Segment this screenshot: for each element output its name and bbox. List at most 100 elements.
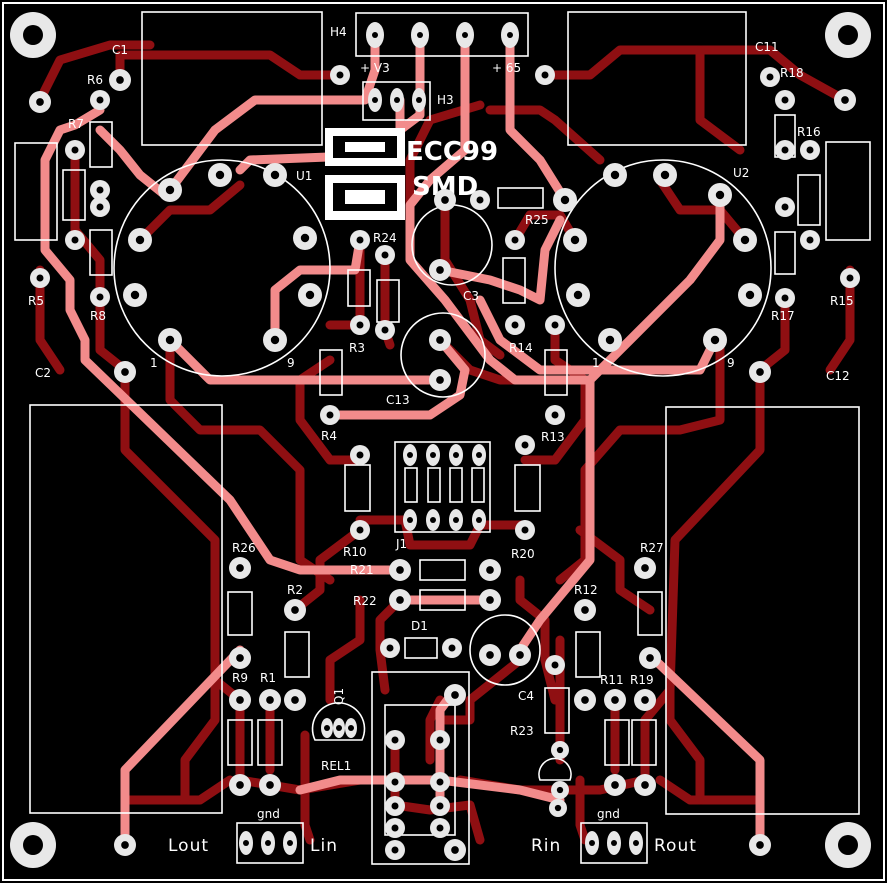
small-transistor-outline [538, 757, 572, 781]
drill-hole [243, 840, 249, 846]
drill-hole [551, 661, 559, 669]
r14-body [502, 257, 526, 304]
label-lout: Lout [168, 836, 209, 856]
drill-hole [291, 696, 299, 704]
drill-hole [381, 326, 389, 334]
drill-hole [486, 596, 494, 604]
drill-hole [135, 235, 145, 245]
drill-hole [436, 376, 444, 384]
board-title-line1: ECC99 [406, 137, 498, 167]
drill-hole [36, 274, 44, 282]
drill-hole [846, 274, 854, 282]
drill-hole [356, 236, 364, 244]
drill-hole [646, 654, 654, 662]
label-gnd-left: gnd [257, 807, 280, 821]
drill-hole [556, 746, 564, 754]
left-connector-outline [236, 822, 304, 864]
right-connector-outline [580, 822, 648, 864]
r2-body [284, 631, 310, 678]
label-r7: R7 [68, 117, 84, 131]
label-v65: + 65 [492, 61, 521, 75]
r13-body [544, 349, 568, 396]
label-rout: Rout [654, 836, 697, 856]
drill-hole [436, 266, 444, 274]
drill-hole [436, 824, 444, 832]
r1-body [257, 719, 283, 766]
mounting-holes [10, 12, 871, 868]
label-r26: R26 [232, 541, 256, 555]
drill-hole [266, 696, 274, 704]
label-r15: R15 [830, 294, 854, 308]
r22-body [419, 589, 466, 611]
label-u2: U2 [733, 166, 749, 180]
r23-body [544, 687, 570, 734]
label-c11: C11 [755, 40, 779, 54]
drill-hole [516, 651, 524, 659]
label-r12: R12 [574, 583, 598, 597]
label-r25: R25 [525, 213, 549, 227]
c1-outline [141, 11, 323, 146]
drill-hole [436, 778, 444, 786]
label-r1: R1 [260, 671, 276, 685]
label-r23: R23 [510, 724, 534, 738]
drill-hole [300, 233, 310, 243]
drill-hole [391, 736, 399, 744]
drill-hole [336, 71, 344, 79]
u2-socket-outline [554, 159, 772, 377]
label-r21: R21 [350, 563, 374, 577]
label-r18: R18 [780, 66, 804, 80]
r25-body [497, 187, 544, 209]
drill-hole [507, 32, 513, 38]
drill-hole [451, 691, 459, 699]
label-d1: D1 [411, 619, 428, 633]
label-rel1: REL1 [321, 759, 351, 773]
label-r14: R14 [509, 341, 533, 355]
label-q1: Q1 [332, 688, 346, 705]
label-r22: R22 [353, 594, 377, 608]
drill-hole [326, 411, 334, 419]
drill-hole [806, 236, 814, 244]
drill-hole [453, 517, 459, 523]
drill-hole [96, 96, 104, 104]
drill-hole [436, 802, 444, 810]
label-h3: H3 [437, 93, 454, 107]
drill-hole [581, 696, 589, 704]
drill-hole [551, 411, 559, 419]
c12-outline [665, 406, 860, 815]
drill-hole [71, 146, 79, 154]
d1-body [404, 637, 438, 659]
r8-body [89, 229, 113, 276]
r27-body [637, 591, 663, 636]
drill-hole [441, 196, 449, 204]
drill-hole [581, 606, 589, 614]
drill-hole [396, 566, 404, 574]
drill-hole [436, 736, 444, 744]
drill-hole [781, 203, 789, 211]
drill-hole [394, 97, 400, 103]
drill-hole [451, 846, 459, 854]
drill-hole [130, 290, 140, 300]
drill-hole [121, 841, 129, 849]
c13-outline [400, 312, 486, 398]
drill-hole [270, 335, 280, 345]
h3-outline [362, 81, 431, 121]
drill-hole [386, 644, 394, 652]
label-r3: R3 [349, 341, 365, 355]
label-r2: R2 [287, 583, 303, 597]
q1-outline [311, 702, 366, 741]
drill-hole [356, 321, 364, 329]
drill-hole [573, 290, 583, 300]
drill-hole [407, 517, 413, 523]
drill-hole [96, 186, 104, 194]
drill-hole [641, 564, 649, 572]
label-r9: R9 [232, 671, 248, 685]
drill-hole [660, 170, 670, 180]
label-u2-pin1: 1 [592, 356, 600, 370]
drill-hole [96, 203, 104, 211]
drill-hole [287, 840, 293, 846]
drill-hole [511, 321, 519, 329]
drill-hole [417, 32, 423, 38]
drill-hole [291, 606, 299, 614]
label-u2-pin9: 9 [727, 356, 735, 370]
